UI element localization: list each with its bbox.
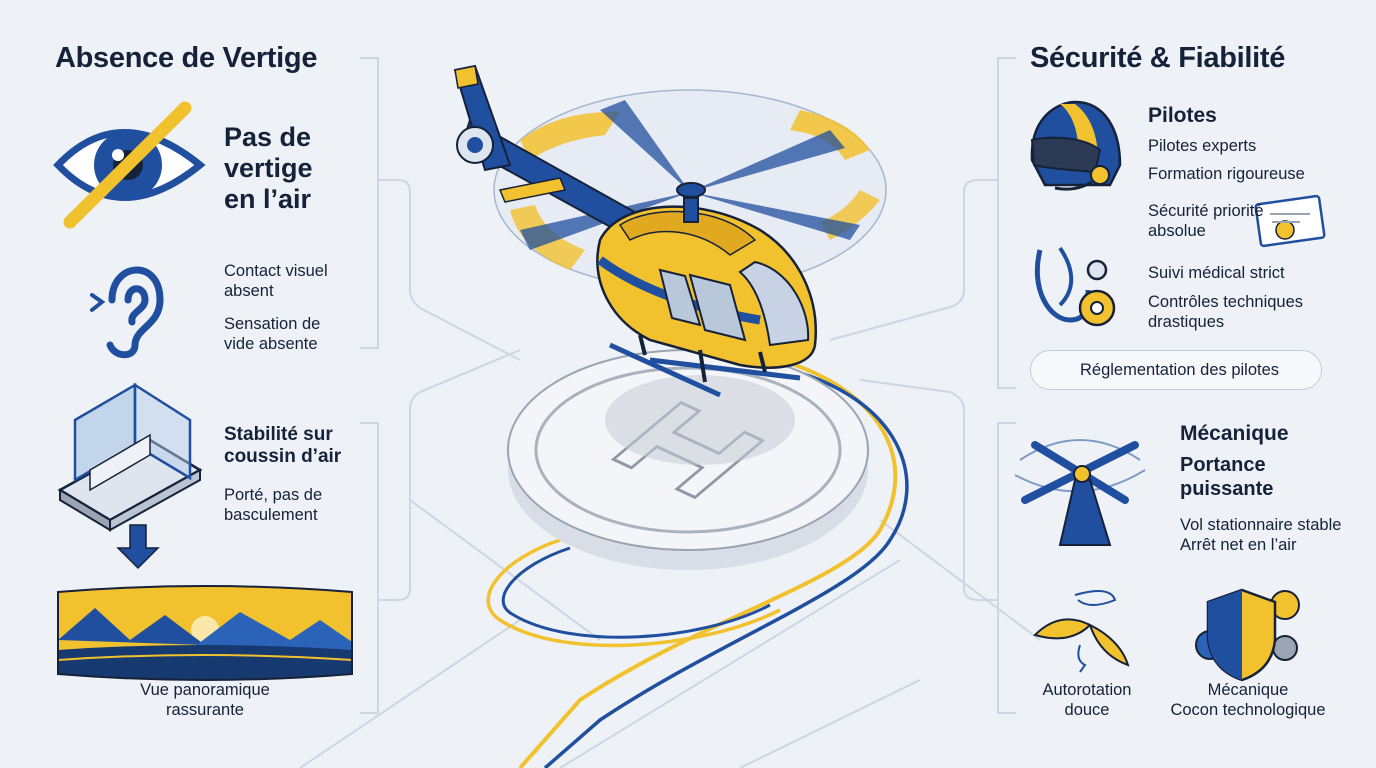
- certificate-icon: [1254, 194, 1326, 248]
- regulation-pill[interactable]: [1030, 350, 1322, 390]
- autorotation-text: Autorotation douce: [1042, 681, 1132, 719]
- helicopter-illustration: [453, 64, 887, 398]
- eye-crossed-icon: [53, 101, 206, 229]
- no-vertigo-label: Pas de vertige en l’air: [224, 122, 313, 214]
- experts-text: Pilotes experts: [1148, 137, 1257, 155]
- maple-seed-icon: [1033, 590, 1130, 673]
- mech-cocoon-text: Mécanique Cocon technologique: [1170, 681, 1326, 719]
- regulation-label: Réglementation des pilotes: [1080, 361, 1280, 379]
- mountain-panorama-icon: [57, 585, 353, 681]
- bracket-right-bottom: [997, 422, 1016, 714]
- right-section-title: Sécurité & Fiabilité: [1030, 42, 1286, 74]
- ear-icon: [90, 266, 164, 359]
- lift-heading: Portance puissante: [1180, 454, 1274, 500]
- priority-text: Sécurité priorité absolue: [1148, 202, 1264, 240]
- stability-heading: Stabilité sur coussin d’air: [224, 424, 342, 467]
- glass-platform-icon: [57, 382, 203, 570]
- bracket-right-top: [997, 57, 1016, 389]
- bracket-left-bottom: [360, 422, 379, 714]
- hover-text: Vol stationnaire stable Arrêt net en l’a…: [1180, 516, 1342, 554]
- checks-text: Contrôles techniques drastiques: [1148, 293, 1304, 331]
- stethoscope-gear-icon: [1034, 246, 1116, 327]
- panorama-text: Vue panoramique rassurante: [140, 681, 270, 719]
- contact-absent-text: Contact visuel absent: [224, 262, 328, 300]
- carried-text: Porté, pas de basculement: [224, 486, 323, 524]
- helipad-icon: [507, 349, 869, 570]
- rotor-icon: [1014, 439, 1146, 546]
- bracket-left-top: [360, 57, 379, 349]
- training-text: Formation rigoureuse: [1148, 165, 1305, 183]
- pilot-helmet-icon: [1030, 100, 1122, 191]
- mechanics-heading: Mécanique: [1180, 422, 1289, 445]
- shield-gears-icon: [1195, 588, 1300, 682]
- pilots-heading: Pilotes: [1148, 104, 1217, 127]
- left-section-title: Absence de Vertige: [55, 42, 318, 74]
- void-absent-text: Sensation de vide absente: [224, 315, 321, 353]
- medical-text: Suivi médical strict: [1148, 264, 1285, 282]
